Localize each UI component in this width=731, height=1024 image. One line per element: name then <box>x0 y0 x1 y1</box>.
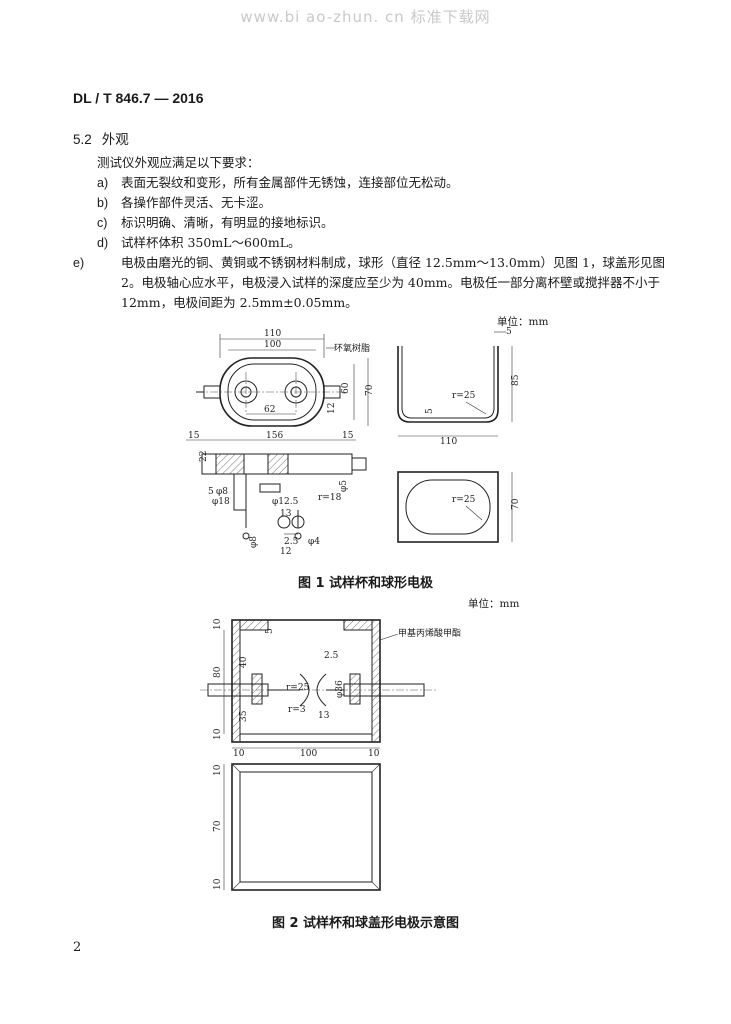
f2-dim-2_5: 2.5 <box>324 651 339 661</box>
dim-phi18: φ18 <box>212 497 230 507</box>
f2-bdim-10b: 10 <box>368 749 380 759</box>
list-item: a) 表面无裂纹和变形，所有金属部件无锈蚀，连接部位无松动。 <box>97 173 662 193</box>
dim-13: 13 <box>280 509 292 519</box>
item-text: 标识明确、清晰，有明显的接地标识。 <box>121 215 334 230</box>
f2-dim-r3: r=3 <box>288 705 306 715</box>
dim-phi12_5: φ12.5 <box>272 497 299 507</box>
list-item: b) 各操作部件灵活、无卡涩。 <box>97 193 662 213</box>
cup-dim-110: 110 <box>440 437 457 447</box>
page-number: 2 <box>73 940 82 955</box>
dim-2_5: 2.5 <box>284 537 299 547</box>
section-heading: 5.2 外观 <box>73 128 129 148</box>
f2-vdim-10b: 10 <box>213 878 223 890</box>
top-dim-70: 70 <box>511 498 521 510</box>
list-item: e) 电极由磨光的铜、黄铜或不锈钢材料制成，球形（直径 12.5mm～13.0mm… <box>73 253 686 313</box>
cup-side-view: 5 85 r=25 5 110 <box>397 327 521 447</box>
dim-r18: r=18 <box>318 493 342 503</box>
cup-dim-5b: 5 <box>425 408 435 414</box>
section-title: 外观 <box>101 132 129 148</box>
item-text: 电极由磨光的铜、黄铜或不锈钢材料制成，球形（直径 12.5mm～13.0mm）见… <box>121 255 665 310</box>
item-text: 试样杯体积 350mL～600mL。 <box>121 235 301 250</box>
section-number: 5.2 <box>73 132 92 147</box>
dim-15b: 15 <box>342 431 354 441</box>
dim-5: 5 <box>208 487 214 497</box>
cup-front-section: 10 5 40 80 35 10 2.5 r=25 r=3 φ36 13 甲基丙… <box>200 618 461 759</box>
top-dim-r25: r=25 <box>452 495 476 505</box>
item-label: d) <box>97 236 109 250</box>
dim-62: 62 <box>264 405 275 415</box>
figure1-unit: 单位：mm <box>497 316 549 328</box>
dim-12b: 12 <box>280 547 291 557</box>
list-item: c) 标识明确、清晰，有明显的接地标识。 <box>97 213 662 233</box>
cup-dim-r25: r=25 <box>452 391 476 401</box>
f2-dim-5: 5 <box>265 628 275 634</box>
dim-phi5: φ5 <box>339 480 349 492</box>
f2-dim-10b: 10 <box>213 728 223 740</box>
item-text: 各操作部件灵活、无卡涩。 <box>121 195 272 210</box>
figure2-caption: 图 2 试样杯和球盖形电极示意图 <box>271 916 460 931</box>
item-label: c) <box>97 216 108 230</box>
f2-dim-r25: r=25 <box>286 683 310 693</box>
figure2-drawing: 10 5 40 80 35 10 2.5 r=25 r=3 φ36 13 甲基丙… <box>200 618 461 891</box>
dim-60: 60 <box>341 382 351 394</box>
watermark: www.bi ao-zhun. cn 标准下载网 <box>240 8 491 26</box>
item-label: a) <box>97 176 109 190</box>
f2-dim-10a: 10 <box>213 618 223 630</box>
f2-vdim-10a: 10 <box>213 764 223 776</box>
figure2-unit: 单位：mm <box>468 598 520 610</box>
dim-15a: 15 <box>188 431 200 441</box>
dim-12: 12 <box>327 403 337 414</box>
dim-phi8b: φ8 <box>249 536 259 548</box>
dim-110: 110 <box>264 329 281 339</box>
label-pmma: 甲基丙烯酸甲酯 <box>398 627 461 639</box>
f2-dim-40: 40 <box>239 656 249 668</box>
cup-dim-85: 85 <box>511 374 521 386</box>
f2-dim-phi36: φ36 <box>335 680 345 698</box>
f2-dim-13: 13 <box>318 711 330 721</box>
intro-text: 测试仪外观应满足以下要求： <box>97 155 260 170</box>
figure1-drawing: 110 100 62 60 70 12 环氧树脂 15 156 15 22 5 … <box>186 327 521 557</box>
dim-22: 22 <box>199 451 209 462</box>
dim-100: 100 <box>264 340 281 350</box>
f2-bdim-10a: 10 <box>233 749 245 759</box>
f2-dim-80: 80 <box>213 666 223 678</box>
cup-top-view: r=25 70 <box>397 471 521 543</box>
f2-dim-35: 35 <box>239 710 249 722</box>
figure1-caption: 图 1 试样杯和球形电极 <box>297 576 434 591</box>
item-label: b) <box>97 196 109 210</box>
cup-top-view-2: 10 70 10 <box>213 763 381 891</box>
electrode-top-view: 110 100 62 60 70 12 环氧树脂 <box>196 329 375 427</box>
label-resin: 环氧树脂 <box>334 342 370 354</box>
standard-code: DL / T 846.7 — 2016 <box>73 90 204 106</box>
dim-phi8: φ8 <box>216 487 228 497</box>
f2-bdim-100: 100 <box>300 749 317 759</box>
f2-vdim-70: 70 <box>213 820 223 832</box>
dim-70: 70 <box>365 384 375 396</box>
item-label: e) <box>73 256 85 270</box>
item-text: 表面无裂纹和变形，所有金属部件无锈蚀，连接部位无松动。 <box>121 175 459 190</box>
dim-phi4: φ4 <box>308 537 320 547</box>
cup-dim-5: 5 <box>506 327 512 337</box>
list-item: d) 试样杯体积 350mL～600mL。 <box>97 233 662 253</box>
electrode-side-section: 15 156 15 22 5 φ8 φ18 φ12.5 13 r=18 φ5 2… <box>186 431 367 557</box>
dim-156: 156 <box>266 431 283 441</box>
